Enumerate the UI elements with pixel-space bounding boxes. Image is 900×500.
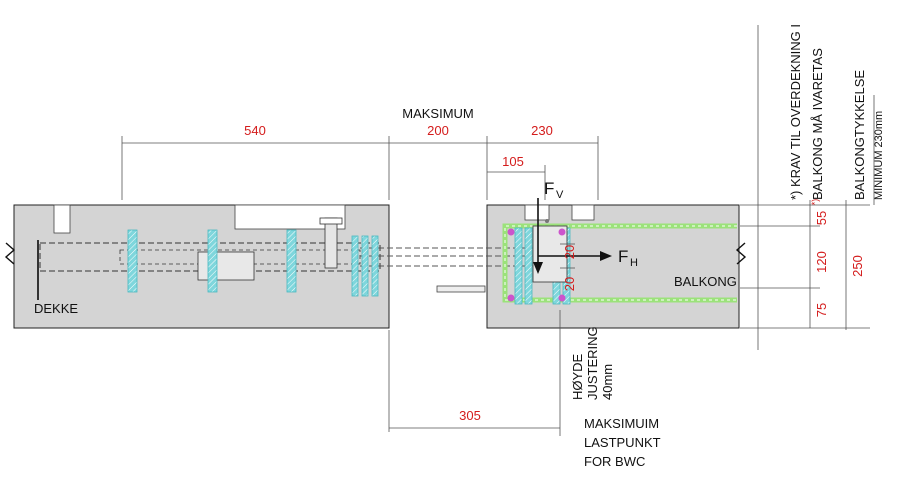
dim-120: 120 <box>814 251 829 273</box>
dim-105: 105 <box>502 154 524 169</box>
label-hoyde-1: HØYDE <box>570 353 585 400</box>
label-krav-1: *) KRAV TIL OVERDEKNING I <box>788 24 803 200</box>
label-tykkelse-1: BALKONGTYKKELSE <box>852 70 867 200</box>
label-lastpunkt-2: LASTPUNKT <box>584 435 661 450</box>
tension-anchor <box>37 217 560 300</box>
label-lastpunkt-3: FOR BWC <box>584 454 645 469</box>
label-fh-sub: H <box>630 257 638 269</box>
dim-540: 540 <box>244 123 266 138</box>
label-lastpunkt-1: MAKSIMUIM <box>584 416 659 431</box>
dim-230: 230 <box>531 123 553 138</box>
label-fv: F <box>544 179 554 198</box>
force-horizontal-arrow <box>538 251 612 261</box>
label-krav-2: BALKONG MÅ IVARETAS <box>810 48 825 200</box>
dim-200: 200 <box>427 123 449 138</box>
dim-250: 250 <box>850 255 865 277</box>
dim-20-upper: 20 <box>562 245 577 259</box>
label-hoyde-2: JUSTERING <box>585 326 600 400</box>
label-tykkelse-2: MINIMUM 230mm <box>873 111 885 200</box>
label-fv-sub: V <box>556 189 564 201</box>
dim-75: 75 <box>814 303 829 317</box>
dim-55-note-mark: *) <box>810 199 820 206</box>
dimension-lines <box>121 25 875 436</box>
dim-55: 55 <box>814 211 829 225</box>
label-balkong: BALKONG <box>674 274 737 289</box>
label-hoyde-3: 40mm <box>600 364 615 400</box>
label-maksimum: MAKSIMUM <box>402 106 474 121</box>
dim-305: 305 <box>459 408 481 423</box>
label-dekke: DEKKE <box>34 301 78 316</box>
stirrups-left <box>127 229 379 297</box>
label-fh: F <box>618 247 628 266</box>
dim-20-lower: 20 <box>562 277 577 291</box>
